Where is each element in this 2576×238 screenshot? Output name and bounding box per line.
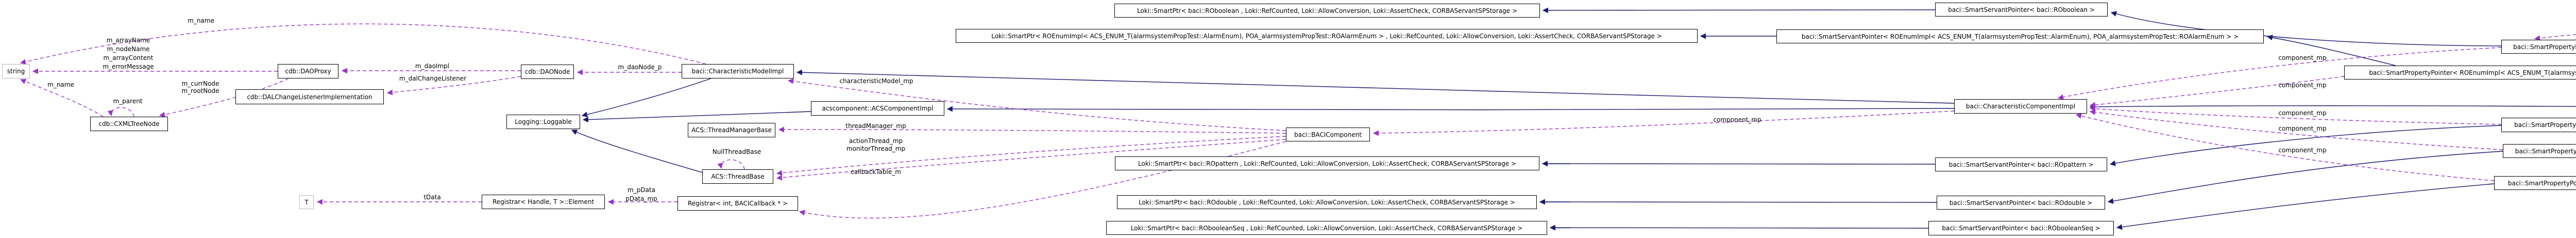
edge-label-component_mp: component_mp <box>2278 125 2327 132</box>
class-node-lokienum[interactable]: Loki::SmartPtr< ROEnumImpl< ACS_ENUM_T(a… <box>956 29 1698 43</box>
edge-label-pData_mp: pData_mp <box>625 195 657 202</box>
class-node-sppenum[interactable]: baci::SmartPropertyPointer< ROEnumImpl< … <box>2344 66 2576 80</box>
class-node-sppbool[interactable]: baci::SmartPropertyPointer< baci::RObool… <box>2501 40 2576 54</box>
edge-label-m_currNode: m_currNode <box>181 80 219 87</box>
edge-label-component_mp: component_mp <box>2278 54 2327 61</box>
class-node-registrar[interactable]: Registrar< int, BACICallback * > <box>677 196 798 211</box>
edge-label-component_mp: component_mp <box>2278 82 2327 89</box>
class-node-cxmltreenode[interactable]: cdb::CXMLTreeNode <box>90 117 168 131</box>
edge-label-m_daoImpl: m_daoImpl <box>415 62 450 70</box>
use-bacicomponent-threadmgrbase <box>778 126 1286 134</box>
edge-label-m_daoNode_p: m_daoNode_p <box>618 64 662 71</box>
use-daoproxy-cxmltreenode <box>159 78 289 118</box>
class-node-lokibool[interactable]: Loki::SmartPtr< baci::ROboolean , Loki::… <box>1114 4 1540 18</box>
edge-label-actionThread_mp: actionThread_mp <box>849 137 903 145</box>
class-node-sspboolseq[interactable]: baci::SmartServantPointer< baci::ROboole… <box>1928 221 2114 235</box>
inh-acscompimpl-loggable <box>582 111 811 123</box>
edge-label-m_pData: m_pData <box>628 186 655 194</box>
edge-label-m_nodeName: m_nodeName <box>107 45 150 53</box>
inh-sppbool-sspbool <box>2110 11 2502 46</box>
inh-spppattern-ssppattern <box>2109 125 2502 166</box>
class-node-tparam[interactable]: T <box>299 195 314 209</box>
class-node-lokipattern[interactable]: Loki::SmartPtr< baci::ROpattern , Loki::… <box>1115 156 1539 170</box>
use-spppattern-ccimpl <box>2089 106 2502 125</box>
class-node-sspdouble[interactable]: baci::SmartServantPointer< baci::ROdoubl… <box>1937 196 2105 210</box>
edge-label-m_errorMessage: m_errorMessage <box>103 63 154 70</box>
use-charmodelimpl-string-mname <box>20 23 706 65</box>
class-node-threadbase[interactable]: ACS::ThreadBase <box>702 169 773 184</box>
edge-label-m_parent: m_parent <box>113 98 143 105</box>
edge-label-component_mp: component_mp <box>2278 109 2327 117</box>
use-sppdouble-ccimpl <box>2089 109 2503 150</box>
use-threadbase-self-null <box>717 159 745 170</box>
class-node-charmodelimpl[interactable]: baci::CharacteristicModelImpl <box>682 64 794 78</box>
inh-sppdouble-sspdouble <box>2107 151 2503 204</box>
use-cxmltreenode-self-parent <box>107 107 134 117</box>
class-node-dalchange[interactable]: cdb::DALChangeListenerImplementation <box>235 89 384 104</box>
class-node-element[interactable]: Registrar< Handle, T >::Element <box>482 195 605 209</box>
edge-label-NullThreadBase: NullThreadBase <box>712 148 761 155</box>
edge-label-threadManager_mp: threadManager_mp <box>845 122 906 130</box>
inh-sppenum-sspenum <box>2266 35 2396 66</box>
edge-label-m_arrayContent: m_arrayContent <box>103 54 154 61</box>
inh-ccimpl-acscompimpl <box>946 106 1955 112</box>
edge-label-m_rootNode: m_rootNode <box>181 87 219 94</box>
inh-charmodelimpl-loggable <box>581 78 711 118</box>
class-node-sspbool[interactable]: baci::SmartServantPointer< baci::ROboole… <box>1935 3 2108 17</box>
use-bacicomponent-threadbase-monitor <box>776 139 1286 181</box>
edge-label-m_arrayName: m_arrayName <box>106 37 150 44</box>
edge-label-callbackTable_m: callbackTable_m <box>851 168 901 176</box>
class-node-daoproxy[interactable]: cdb::DAOProxy <box>278 64 338 78</box>
use-sppboolseq-ccimpl <box>2075 113 2495 181</box>
use-daonode-dalchange <box>386 76 521 96</box>
use-ccimpl-bacicomponent <box>1372 110 1955 136</box>
edge-label-m_name: m_name <box>188 17 214 24</box>
class-node-daonode[interactable]: cdb::DAONode <box>521 65 574 79</box>
class-node-spppattern[interactable]: baci::SmartPropertyPointer< baci::ROpatt… <box>2501 118 2576 132</box>
class-node-sspenum[interactable]: baci::SmartServantPointer< ROEnumImpl< A… <box>1776 29 2264 43</box>
class-node-bacicomponent[interactable]: baci::BACIComponent <box>1286 128 1370 141</box>
class-node-lokiboolseq[interactable]: Loki::SmartPtr< baci::RObooleanSeq , Lok… <box>1106 221 1547 235</box>
use-bacicomponent-registrar <box>799 141 1286 219</box>
use-bacicomponent-charmodelimpl <box>787 78 1286 131</box>
edge-label-monitorThread_mp: monitorThread_mp <box>846 145 906 152</box>
use-sppbool-ccimpl <box>2057 47 2502 100</box>
edge-label-component_mp: component_mp <box>1713 116 1761 123</box>
inh-sppboolseq-sspboolseq <box>2116 183 2495 230</box>
inh-ccimpl-charmodelimpl <box>796 69 1955 104</box>
edge-label-characteristicModel_mp: characteristicModel_mp <box>839 77 913 85</box>
edge-label-m_name: m_name <box>47 81 74 88</box>
class-node-acscompimpl[interactable]: acscomponent::ACSComponentImpl <box>811 101 944 116</box>
class-node-sppdouble[interactable]: baci::SmartPropertyPointer< baci::ROdoub… <box>2503 144 2576 158</box>
edge-label-component_mp: component_mp <box>2278 147 2327 154</box>
class-node-threadmgrbase[interactable]: ACS::ThreadManagerBase <box>688 123 775 137</box>
use-sppenum-ccimpl <box>2089 76 2345 108</box>
class-node-string[interactable]: string <box>2 64 30 78</box>
class-node-sppboolseq[interactable]: baci::SmartPropertyPointer< baci::RObool… <box>2494 176 2576 190</box>
class-node-ccimpl[interactable]: baci::CharacteristicComponentImpl <box>1954 99 2087 114</box>
inh-threadbase-loggable <box>571 130 703 173</box>
class-node-lokidouble[interactable]: Loki::SmartPtr< baci::ROdouble , Loki::R… <box>1117 195 1537 209</box>
edge-label-m_dalChangeListener: m_dalChangeListener <box>399 75 467 82</box>
edge-label-tData: tData <box>423 194 441 201</box>
use-bacicomponent-threadbase-action <box>776 136 1286 176</box>
use-cxmltreenode-string-mname <box>20 78 104 117</box>
class-node-loggable[interactable]: Logging::Loggable <box>506 115 580 129</box>
inh-baciproptest-ccimpl <box>2089 104 2576 110</box>
class-node-ssppattern[interactable]: baci::SmartServantPointer< baci::ROpatte… <box>1935 157 2107 171</box>
